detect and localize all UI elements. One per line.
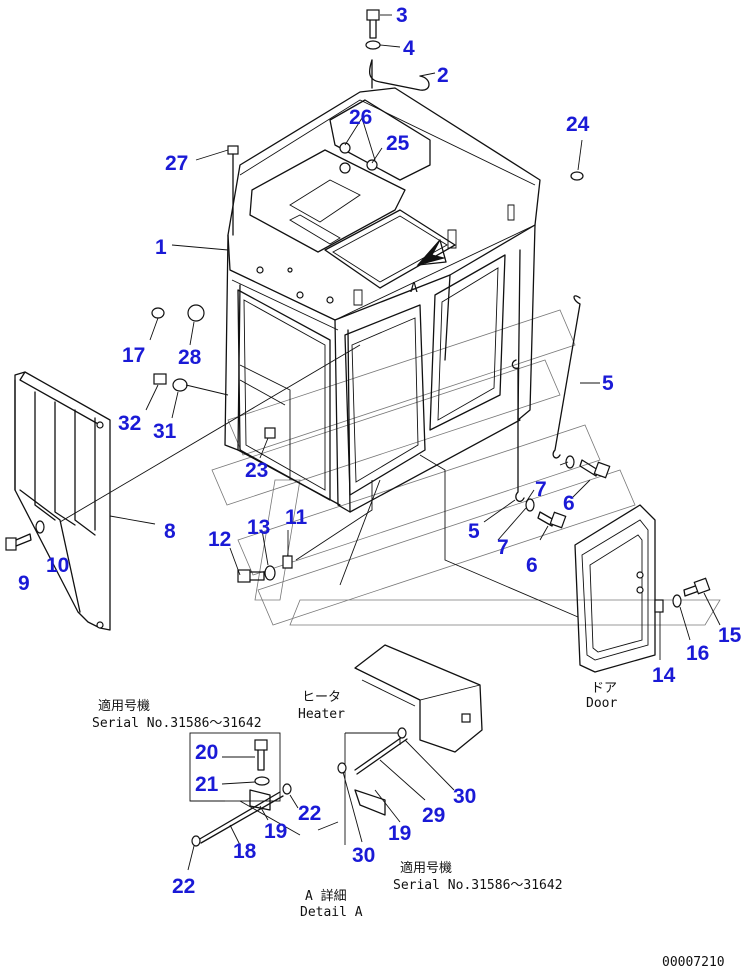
hinge-pin-5-upper [552, 295, 581, 459]
washer-10 [35, 520, 45, 534]
callout-29: 29 [422, 804, 445, 827]
watermark-logo [211, 309, 721, 626]
door-panel [574, 504, 656, 673]
callout-5b: 5 [468, 520, 480, 543]
callout-25: 25 [386, 132, 410, 155]
clip-14 [654, 599, 664, 613]
notes: ドア Door ヒータ Heater 適用号機 Serial No.31586～… [92, 681, 725, 970]
callout-9: 9 [18, 572, 30, 595]
callout-31: 31 [153, 420, 177, 443]
callout-1: 1 [155, 236, 167, 259]
detail-a-jp: A 詳細 [305, 888, 347, 904]
leader-lines [59, 14, 721, 871]
callout-22b: 22 [172, 875, 195, 898]
callout-6b: 6 [526, 554, 538, 577]
cushion-31 [172, 378, 229, 396]
callout-10: 10 [46, 554, 69, 577]
heater-label-en: Heater [298, 707, 345, 722]
washer-16 [672, 594, 682, 608]
washer-7-lower [525, 498, 535, 512]
marker-a-label: A [410, 281, 418, 296]
bolt-12 [237, 569, 265, 583]
callout-19: 19 [264, 820, 287, 843]
cap-24 [570, 171, 584, 181]
callout-28: 28 [178, 346, 202, 369]
callout-14: 14 [652, 664, 676, 687]
callout-21: 21 [195, 773, 219, 796]
callout-27: 27 [165, 152, 188, 175]
callout-2: 2 [437, 64, 449, 87]
washer-4 [365, 40, 381, 50]
callout-30b: 30 [352, 844, 375, 867]
serial-right-jp: 適用号機 [400, 860, 452, 876]
washer-13 [264, 565, 276, 581]
hinge-pin-5-lower [511, 359, 525, 502]
heater-cover [354, 644, 483, 753]
callout-30: 30 [453, 785, 476, 808]
detail-a-right [317, 727, 408, 845]
callout-13: 13 [247, 516, 270, 539]
callout-7: 7 [535, 478, 547, 501]
bolt-6-lower [537, 511, 567, 529]
door-label-en: Door [586, 696, 617, 711]
drawing-code: 00007210 [662, 955, 725, 970]
callout-22: 22 [298, 802, 321, 825]
callout-4: 4 [403, 37, 415, 60]
callout-20: 20 [195, 741, 218, 764]
bolt-3 [366, 9, 380, 39]
serial-left-en: Serial No.31586～31642 [92, 716, 262, 731]
serial-left-jp: 適用号機 [98, 698, 150, 714]
view-arrow-a: A [410, 239, 447, 296]
callout-24: 24 [566, 113, 590, 136]
plug-28 [187, 304, 205, 322]
callout-5: 5 [602, 372, 614, 395]
bolt-15 [683, 577, 711, 597]
callout-15: 15 [718, 624, 742, 647]
callout-11: 11 [285, 506, 308, 529]
stopper-23 [264, 427, 276, 439]
callout-26: 26 [349, 106, 372, 129]
detail-a-left [189, 732, 301, 847]
callout-6: 6 [563, 492, 575, 515]
clip-32 [153, 373, 167, 385]
bolt-9 [5, 533, 32, 551]
callout-7b: 7 [497, 536, 509, 559]
bolt-6-upper [579, 459, 611, 479]
bolt-27 [227, 145, 239, 236]
callout-17: 17 [122, 344, 145, 367]
front-guard-8 [14, 371, 111, 631]
roof-handle [368, 59, 430, 91]
callouts: 3 4 2 26 25 24 27 1 17 28 5 32 31 23 7 6… [18, 4, 742, 898]
callout-8: 8 [164, 520, 176, 543]
callout-23: 23 [245, 459, 268, 482]
washer-7-upper [565, 455, 575, 469]
detail-a-en: Detail A [300, 905, 363, 920]
door-label-jp: ドア [591, 681, 617, 696]
callout-32: 32 [118, 412, 141, 435]
callout-18: 18 [233, 840, 257, 863]
callout-16: 16 [686, 642, 709, 665]
grommet-17 [151, 307, 165, 319]
callout-12: 12 [208, 528, 231, 551]
heater-label-jp: ヒータ [302, 690, 341, 705]
callout-3: 3 [396, 4, 408, 27]
callout-19b: 19 [388, 822, 411, 845]
serial-right-en: Serial No.31586～31642 [393, 878, 563, 893]
clip-11 [282, 555, 293, 569]
cab-frame [224, 87, 541, 513]
